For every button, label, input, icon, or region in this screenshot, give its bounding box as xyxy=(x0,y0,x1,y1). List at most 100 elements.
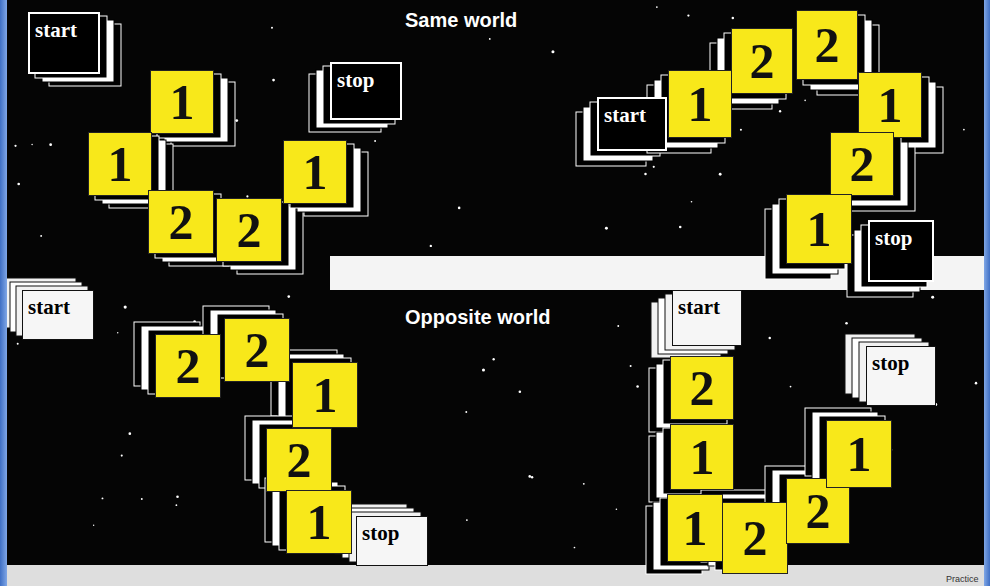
star xyxy=(175,504,177,506)
sign-word: stop xyxy=(362,523,399,544)
ground-band xyxy=(0,565,990,586)
number-card: 2 xyxy=(155,334,221,398)
star xyxy=(121,455,123,457)
star xyxy=(141,498,143,500)
card-number: 2 xyxy=(743,513,768,563)
star xyxy=(531,476,533,478)
star xyxy=(630,365,632,367)
star xyxy=(102,497,104,499)
number-card: 1 xyxy=(670,424,734,490)
star xyxy=(769,337,771,339)
number-card: 2 xyxy=(830,132,894,196)
page-note: Practice xyxy=(946,574,979,584)
star xyxy=(465,411,467,413)
number-card: 2 xyxy=(148,190,214,254)
star xyxy=(430,245,432,247)
star xyxy=(458,207,461,210)
star xyxy=(653,166,655,168)
star xyxy=(489,38,491,40)
card-number: 2 xyxy=(815,20,840,70)
card-number: 1 xyxy=(108,139,133,189)
star xyxy=(616,509,618,511)
sign-box: stop xyxy=(866,346,936,406)
number-card: 1 xyxy=(283,140,347,204)
star xyxy=(719,173,722,176)
number-card: 1 xyxy=(786,194,852,264)
card-number: 1 xyxy=(683,503,708,553)
motion-trails xyxy=(4,15,943,574)
card-number: 2 xyxy=(690,363,715,413)
number-card: 1 xyxy=(826,420,892,488)
sign-box: start xyxy=(28,12,100,74)
card-number: 2 xyxy=(176,341,201,391)
card-number: 1 xyxy=(303,147,328,197)
star xyxy=(14,145,16,147)
section-heading: Same world xyxy=(405,9,517,32)
star xyxy=(272,79,275,82)
star xyxy=(551,50,554,53)
number-card: 2 xyxy=(796,10,858,80)
star xyxy=(740,129,742,131)
card-number: 2 xyxy=(806,486,831,536)
star xyxy=(679,226,682,229)
sign-word: stop xyxy=(872,353,909,374)
star xyxy=(691,201,693,203)
card-number: 2 xyxy=(169,197,194,247)
star xyxy=(804,100,806,102)
card-number: 1 xyxy=(690,432,715,482)
card-number: 1 xyxy=(307,497,332,547)
sign-box: start xyxy=(672,290,742,346)
star xyxy=(845,322,848,325)
card-number: 1 xyxy=(847,429,872,479)
number-card: 1 xyxy=(668,70,732,138)
star xyxy=(636,385,639,388)
star xyxy=(17,183,20,186)
card-number: 1 xyxy=(170,77,195,127)
number-card: 1 xyxy=(88,132,152,196)
number-card: 2 xyxy=(224,318,290,382)
star xyxy=(117,332,118,333)
number-card: 2 xyxy=(266,428,332,492)
card-number: 2 xyxy=(245,325,270,375)
sign-word: start xyxy=(678,297,720,318)
star xyxy=(687,14,689,16)
number-card: 2 xyxy=(731,28,793,94)
star xyxy=(17,343,19,345)
slide-edge xyxy=(0,0,7,586)
star xyxy=(605,227,608,230)
sign-box: stop xyxy=(330,62,402,120)
star xyxy=(656,6,658,8)
star xyxy=(779,110,781,112)
star xyxy=(466,519,468,521)
star xyxy=(482,368,485,371)
number-card: 1 xyxy=(292,362,358,428)
star xyxy=(617,325,619,327)
sign-box: stop xyxy=(356,516,428,566)
sign-box: stop xyxy=(868,220,934,282)
star xyxy=(235,119,238,122)
star xyxy=(528,475,531,478)
card-number: 1 xyxy=(688,79,713,129)
sign-word: stop xyxy=(337,70,374,91)
card-number: 2 xyxy=(237,205,262,255)
star xyxy=(931,296,934,299)
star xyxy=(963,129,965,131)
star xyxy=(176,496,179,499)
sign-box: start xyxy=(22,290,94,340)
star xyxy=(732,17,735,20)
star xyxy=(124,306,127,309)
number-card: 1 xyxy=(667,494,723,562)
section-heading: Opposite world xyxy=(405,306,551,329)
star xyxy=(583,483,585,485)
sign-word: start xyxy=(604,105,646,126)
star xyxy=(93,525,94,526)
star xyxy=(271,27,273,29)
star xyxy=(49,143,52,146)
star xyxy=(574,547,576,549)
sign-word: stop xyxy=(875,228,912,249)
star xyxy=(492,358,494,360)
sign-box: start xyxy=(597,97,667,151)
card-number: 2 xyxy=(287,435,312,485)
